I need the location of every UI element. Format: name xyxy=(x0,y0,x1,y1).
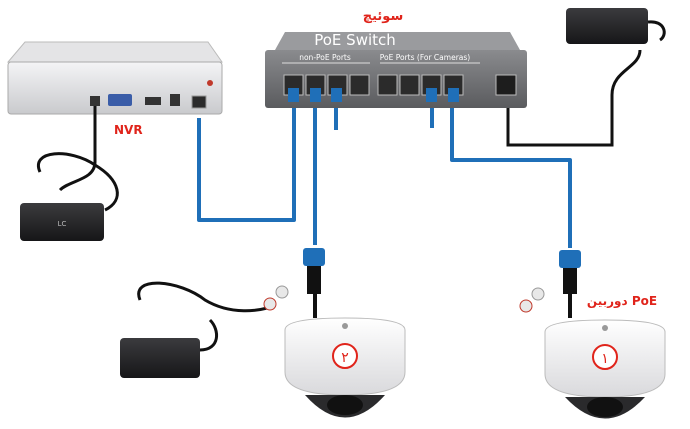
camera-label: دوربین PoE xyxy=(587,294,657,309)
switch-port-4 xyxy=(349,74,370,96)
switch-title: PoE Switch xyxy=(314,31,396,49)
camera-2-power-adapter xyxy=(120,281,276,378)
svg-text:LC: LC xyxy=(58,220,67,228)
nvr-device: NVR xyxy=(6,41,223,192)
switch-power-port xyxy=(495,74,517,96)
switch-title-ar: سوئیچ xyxy=(363,9,404,24)
cable-nvr-to-switch xyxy=(197,98,296,222)
camera-1: دوربین PoE ۱ xyxy=(519,250,666,419)
camera-1-number-badge xyxy=(592,344,618,370)
switch-port-5 xyxy=(377,74,398,96)
switch-power-adapter xyxy=(566,8,666,44)
nvr-label: NVR xyxy=(114,123,143,137)
camera-2: ۲ xyxy=(263,248,406,418)
nvr-power-adapter: LC xyxy=(20,152,119,241)
nvr-lan-port xyxy=(191,95,207,109)
network-cables xyxy=(197,98,572,248)
nvr-vga-port xyxy=(108,94,132,106)
cable-switch-to-camera-1 xyxy=(450,98,572,248)
camera-2-number: ۲ xyxy=(341,350,349,366)
camera-2-number-badge xyxy=(332,343,358,369)
switch-port-6 xyxy=(399,74,420,96)
nvr-hdmi-port xyxy=(145,97,161,105)
poe-switch: سوئیچ PoE Switch non-PoE Ports PoE Ports… xyxy=(265,9,527,108)
poe-ports-label: PoE Ports (For Cameras) xyxy=(380,53,470,62)
camera-1-number: ۱ xyxy=(601,351,609,367)
switch-power-cable xyxy=(506,49,642,147)
nvr-power-port xyxy=(90,96,100,106)
nvr-usb-port xyxy=(170,94,180,106)
non-poe-ports-label: non-PoE Ports xyxy=(299,53,351,62)
